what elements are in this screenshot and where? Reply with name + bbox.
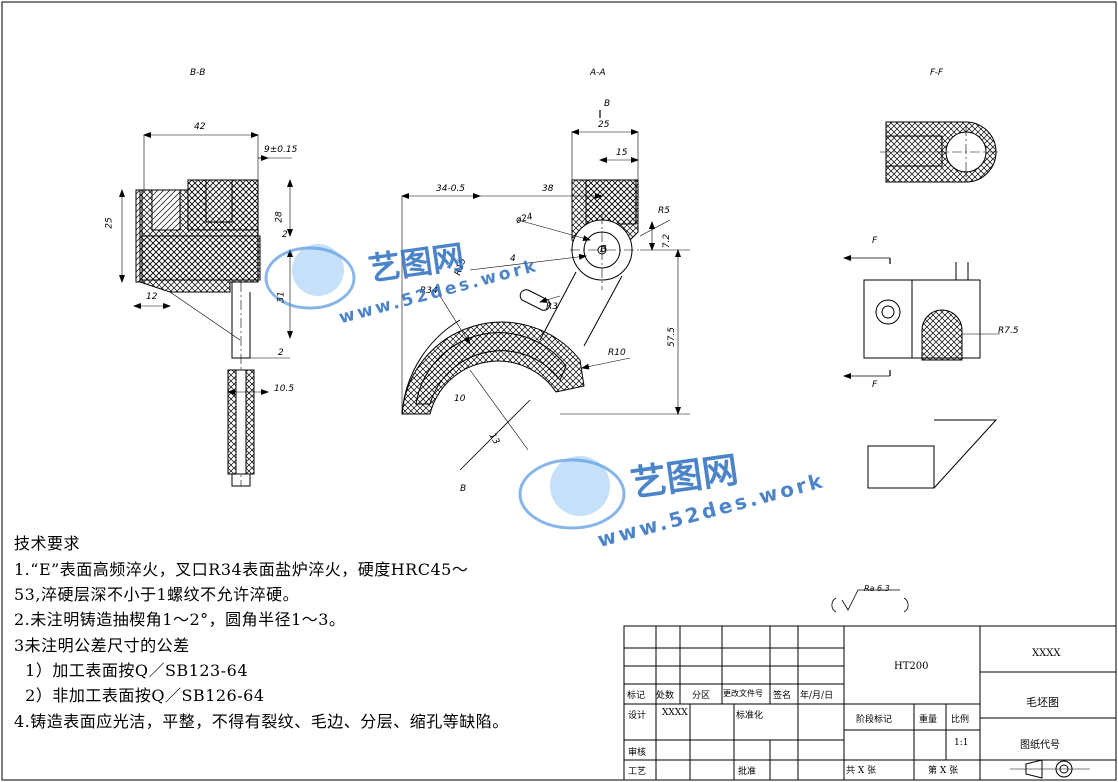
- tb-zone: 分区: [692, 691, 711, 701]
- label-section-ff: F-F: [930, 68, 944, 78]
- tb-drawing-name: 毛坯图: [1026, 696, 1059, 709]
- tb-company: XXXX: [1032, 648, 1061, 659]
- dim-2a: 2: [282, 230, 288, 240]
- tb-weight: 重量: [919, 715, 938, 725]
- tb-stage-mark: 阶段标记: [856, 715, 893, 725]
- tech-line-6: 2）非加工表面按Q／SB126-64: [14, 686, 265, 705]
- dim-r10: R10: [608, 348, 626, 358]
- section-ff-view: [880, 121, 998, 183]
- tb-drawing-code-label: 图纸代号: [1020, 740, 1060, 751]
- dim-42: 42: [194, 122, 206, 132]
- label-view-f-bottom: F: [872, 380, 878, 390]
- roughness-value: Ra 6.3: [864, 584, 890, 593]
- section-aa-view: [401, 110, 690, 471]
- small-sketch: [867, 419, 998, 489]
- dim-9: 9±0.15: [264, 145, 298, 155]
- dim-2b: 2: [278, 348, 284, 358]
- tb-change-doc: 更改文件号: [723, 689, 763, 698]
- label-section-aa: A-A: [590, 68, 606, 78]
- tech-line-7: 4.铸造表面应光洁，平整，不得有裂纹、毛边、分层、缩孔等缺陷。: [14, 712, 509, 731]
- tech-title: 技术要求: [14, 534, 81, 553]
- dim-34: 34-0.5: [436, 184, 466, 194]
- tech-line-1: 1.“E”表面高频淬火，叉口R34表面盐炉淬火，硬度HRC45～: [14, 560, 469, 579]
- tb-sheet-no: 第 X 张: [928, 766, 959, 776]
- roughness-symbol: [831, 589, 909, 613]
- tb-material: HT200: [894, 661, 929, 672]
- dim-25-left: 25: [104, 217, 115, 229]
- dim-31: 31: [276, 291, 287, 303]
- watermark-logo-1: [264, 244, 356, 310]
- tb-signature: 签名: [773, 691, 792, 701]
- tb-total-sheets: 共 X 张: [846, 766, 877, 776]
- tb-review: 审核: [628, 748, 647, 758]
- tech-line-5: 1）加工表面按Q／SB123-64: [14, 661, 248, 680]
- tb-scale-value: 1:1: [954, 738, 969, 748]
- watermark-logo-2: [518, 456, 626, 530]
- tb-scale: 比例: [951, 715, 970, 725]
- dim-r7-5: R7.5: [998, 326, 1019, 336]
- dim-25-top: 25: [598, 120, 610, 130]
- tb-count: 处数: [656, 691, 675, 701]
- dim-7-2: 7.2: [662, 233, 673, 249]
- label-point-b: B: [600, 244, 607, 255]
- dim-28: 28: [274, 211, 285, 223]
- dim-4: 4: [510, 254, 516, 264]
- view-f: [843, 255, 1000, 379]
- dim-38: 38: [542, 184, 554, 194]
- tb-standardize: 标准化: [736, 711, 764, 721]
- label-view-b-top: B: [604, 99, 611, 109]
- section-bb-view: [119, 132, 293, 487]
- dim-10-5: 10.5: [274, 384, 295, 394]
- label-view-b-bottom: B: [460, 484, 467, 494]
- tech-line-2: 53,淬硬层深不小于1螺纹不允许淬硬。: [14, 585, 300, 604]
- label-section-bb: B-B: [190, 68, 206, 78]
- dim-57-5: 57.5: [667, 326, 678, 348]
- title-block: [623, 625, 1117, 781]
- dim-15: 15: [616, 148, 628, 158]
- dim-12: 12: [146, 292, 158, 302]
- label-view-f-top: F: [872, 236, 878, 246]
- tb-process: 工艺: [628, 767, 647, 777]
- dim-r3: R3: [546, 302, 558, 312]
- tb-design: 设计: [628, 711, 647, 721]
- tb-approve: 批准: [738, 767, 757, 777]
- tb-date: 年/月/日: [800, 691, 834, 701]
- tech-line-3: 2.未注明铸造抽楔角1～2°，圆角半径1～3。: [14, 610, 346, 629]
- tb-mark: 标记: [627, 691, 646, 701]
- dim-10: 10: [454, 394, 466, 404]
- tb-designer: XXXX: [662, 708, 688, 718]
- dim-r34: R34: [420, 286, 438, 296]
- tech-line-4: 3未注明公差尺寸的公差: [14, 636, 190, 655]
- dim-r5: R5: [658, 206, 670, 216]
